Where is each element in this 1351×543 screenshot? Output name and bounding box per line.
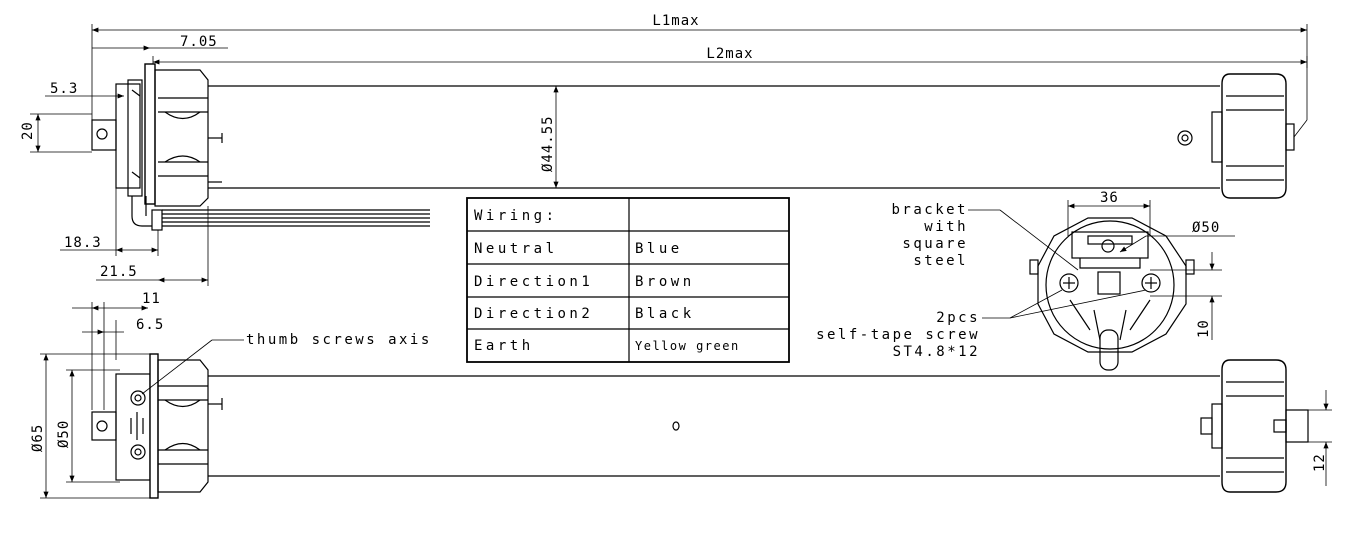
dim-l2max: L2max xyxy=(706,46,753,62)
wiring-row-color: Blue xyxy=(635,241,683,257)
screw-label-1: 2pcs xyxy=(936,310,980,326)
bracket-label-3: square xyxy=(902,236,968,252)
bracket-label-4: steel xyxy=(913,253,968,269)
dim-20: 20 xyxy=(20,121,36,140)
bottom-motor-view: 11 6.5 Ø65 Ø50 xyxy=(30,291,1332,499)
wiring-row-color: Black xyxy=(635,306,695,322)
dim-5-3: 5.3 xyxy=(50,81,78,97)
top-motor-view: L1max L2max 7.05 5.3 20 xyxy=(20,13,1308,286)
dim-dia-44-55: Ø44.55 xyxy=(540,115,556,172)
dim-21-5: 21.5 xyxy=(100,264,138,280)
wiring-header: Wiring: xyxy=(474,208,558,224)
screw-label-2: self-tape screw xyxy=(816,327,980,343)
bracket-label-2: with xyxy=(924,219,968,235)
thumb-screws-label: thumb screws axis xyxy=(246,332,432,348)
wiring-row-color: Brown xyxy=(635,274,695,290)
screw-label-3: ST4.8*12 xyxy=(893,344,980,360)
dim-dia-50-end: Ø50 xyxy=(1192,220,1220,236)
dim-6-5: 6.5 xyxy=(136,317,164,333)
wiring-row-name: Neutral xyxy=(474,241,558,257)
wiring-table: Wiring: Neutral Blue Direction1 Brown Di… xyxy=(466,197,790,363)
dim-dia-50-side: Ø50 xyxy=(56,420,72,448)
dim-l1max: L1max xyxy=(652,13,699,29)
end-view-bracket: 36 Ø50 10 xyxy=(816,190,1235,371)
dim-7-05: 7.05 xyxy=(180,34,218,50)
wiring-row-color: Yellow green xyxy=(635,339,740,353)
dim-dia-65: Ø65 xyxy=(30,424,46,452)
dim-36: 36 xyxy=(1100,190,1119,206)
dim-12: 12 xyxy=(1312,453,1328,472)
dim-11: 11 xyxy=(142,291,161,307)
wiring-row-name: Direction1 xyxy=(474,274,593,290)
bracket-label-1: bracket xyxy=(891,202,968,218)
wiring-row-name: Direction2 xyxy=(474,306,593,322)
dim-18-3: 18.3 xyxy=(64,235,102,251)
wiring-row-name: Earth xyxy=(474,338,534,354)
dim-10: 10 xyxy=(1196,319,1212,338)
